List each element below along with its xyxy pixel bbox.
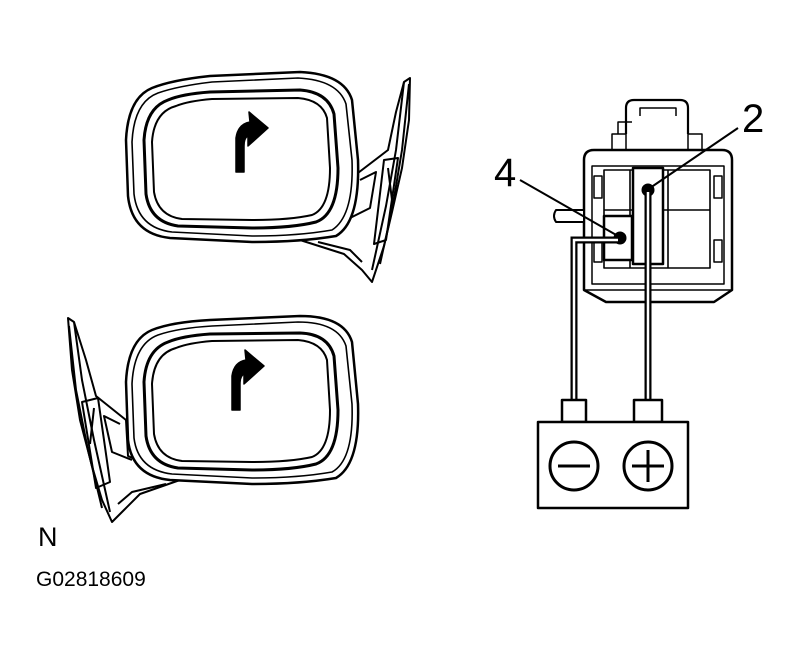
leader-line-2 [649,127,739,189]
side-marker-label: N [38,522,58,552]
leader-line-4 [519,179,619,237]
connector [553,98,734,304]
mirror-top [124,70,411,283]
leader-lines [519,127,739,237]
mirror-top-glass [151,97,331,221]
battery [536,398,690,510]
battery-post-positive [632,398,664,424]
mirror-bottom-glass [151,339,331,463]
battery-wires [570,192,652,404]
pin-label-2: 2 [742,97,764,141]
mirror-top-arrow-icon [235,111,269,173]
mirror-bottom-housing [124,314,360,486]
mirror-bottom-arrow-icon [231,349,265,411]
figure-id-label: G02818609 [36,568,146,591]
battery-post-negative [560,398,588,424]
pin-label-4: 4 [494,151,516,195]
mirror-bottom [67,314,360,523]
connector-latch [624,98,690,134]
